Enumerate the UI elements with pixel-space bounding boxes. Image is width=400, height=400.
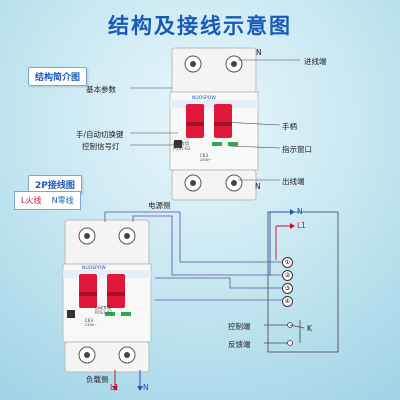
bottom-handle-left	[79, 274, 97, 308]
top-handle-left	[186, 104, 204, 138]
terminal-1: ①	[282, 257, 293, 268]
wiring-n-label: N	[297, 207, 303, 216]
indicator-label: 指示窗口	[282, 145, 312, 154]
signal-led-label: 控制信号灯	[82, 142, 120, 151]
bottom-n-label: N	[255, 182, 261, 191]
rating-bottom: C63	[85, 318, 93, 323]
power-side-label: 电源侧	[148, 201, 171, 210]
load-side-label: 负载侧	[86, 375, 109, 384]
structure-intro-tag: 结构简介图	[28, 67, 88, 86]
phase-legend: L火线 N零线	[14, 191, 81, 210]
k-switch-label: K	[307, 324, 312, 333]
feedback-end-label: 反馈端	[228, 340, 251, 349]
control-end-label: 控制端	[228, 322, 251, 331]
top-handle-right	[214, 104, 232, 138]
terminal-2: ②	[282, 270, 293, 281]
bottom-breaker	[62, 219, 152, 373]
live-line-label: L火线	[21, 196, 42, 205]
brand-bottom: NUOSPOW	[82, 266, 106, 271]
voltage-top: 230V~	[200, 158, 213, 162]
manual-auto-label: 手/自动切换键	[76, 130, 124, 139]
handle-label: 手柄	[282, 122, 297, 131]
rating-top: C63	[200, 153, 208, 158]
wiring-l1-label: L1	[297, 221, 306, 230]
model-bottom: POS1-63	[95, 310, 113, 315]
voltage-bottom: 230V~	[85, 323, 98, 327]
bottom-handle-right	[107, 274, 125, 308]
top-n-label: N	[256, 48, 262, 57]
page-title: 结构及接线示意图	[108, 14, 292, 38]
controller-box	[267, 211, 339, 353]
product-tag-bottom: 自动专用	[95, 305, 111, 310]
params-label: 基本参数	[86, 85, 116, 94]
brand-top: NUOSPOW	[192, 96, 216, 101]
model-top: POS1-63	[173, 146, 191, 151]
terminal-3: ③	[282, 283, 293, 294]
top-breaker	[169, 47, 259, 201]
incoming-label: 进线端	[304, 57, 327, 66]
load-n-label: N	[143, 383, 149, 392]
neutral-line-label: N零线	[51, 196, 74, 205]
load-l1-label: L1	[110, 383, 119, 392]
terminal-4: ④	[282, 296, 293, 307]
product-tag-top: 自动专用	[173, 141, 189, 146]
outgoing-label: 出线端	[282, 177, 305, 186]
